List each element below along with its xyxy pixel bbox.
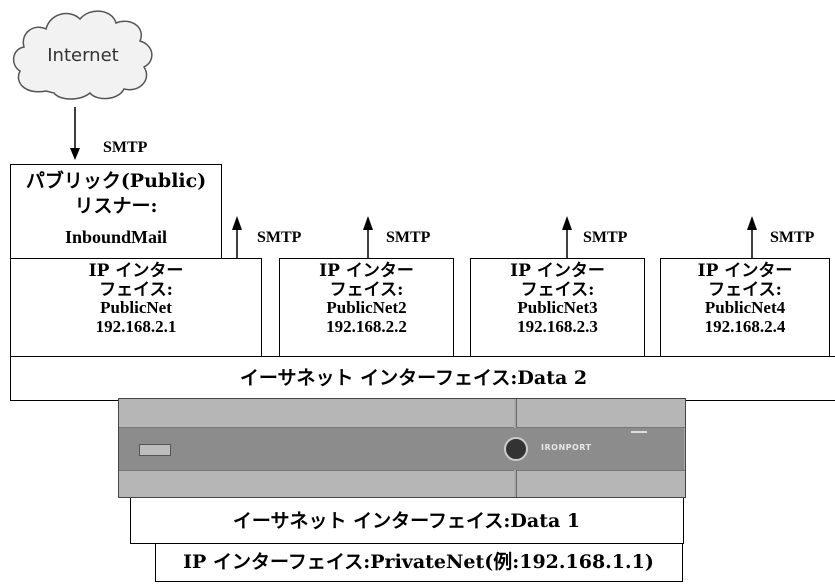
smtp-label-4: SMTP	[770, 229, 815, 246]
arrow-out-3	[562, 216, 572, 258]
smtp-label-inbound: SMTP	[103, 139, 148, 156]
listener-box: パブリック(Public) リスナー: InboundMail	[10, 164, 222, 258]
ethernet-interface-data2: イーサネット インターフェイス:Data 2	[10, 356, 835, 401]
private-ip-interface: IP インターフェイス:PrivateNet(例:192.168.1.1)	[155, 544, 683, 582]
ip-address: 192.168.2.4	[704, 317, 786, 337]
power-button-icon	[504, 437, 528, 461]
arrow-out-2	[363, 216, 373, 258]
ironport-appliance: IRONPORT	[118, 398, 686, 498]
ip-interface-label-2: フェイス:	[329, 279, 404, 300]
ip-interface-name: PublicNet2	[326, 298, 407, 318]
listener-line1: パブリック(Public)	[25, 170, 207, 192]
ethernet-data2-label: イーサネット インターフェイス:Data 2	[239, 367, 588, 389]
appliance-bottom-right-panel	[516, 470, 685, 497]
ip-interface-label: IP インター	[510, 261, 605, 281]
ip-interface-publicnet3: IP インター フェイス: PublicNet3 192.168.2.3	[470, 258, 645, 358]
internet-label: Internet	[47, 45, 119, 66]
smtp-label-3: SMTP	[583, 229, 628, 246]
arrow-out-1	[232, 216, 242, 258]
appliance-top-panel	[119, 399, 514, 428]
ip-interface-label-2: フェイス:	[708, 279, 782, 300]
listener-name: InboundMail	[64, 227, 168, 247]
ironport-logo: IRONPORT	[541, 443, 592, 452]
cloud-icon	[12, 10, 153, 100]
ip-interface-label: IP インター	[319, 261, 414, 281]
ip-address: 192.168.2.3	[517, 317, 598, 337]
appliance-top-right-panel	[516, 399, 685, 428]
listener-line2: リスナー:	[74, 195, 158, 217]
ip-interface-name: PublicNet4	[704, 298, 786, 318]
status-led-icon	[631, 431, 647, 433]
ip-interface-publicnet4: IP インター フェイス: PublicNet4 192.168.2.4	[660, 258, 830, 358]
ip-interface-name: PublicNet3	[517, 298, 598, 318]
ethernet-data1-label: イーサネット インターフェイス:Data 1	[232, 510, 581, 532]
smtp-label-1: SMTP	[257, 229, 302, 246]
ip-interface-publicnet: IP インター フェイス: PublicNet 192.168.2.1	[10, 258, 262, 358]
ip-address: 192.168.2.1	[95, 317, 177, 337]
drive-slot-icon	[139, 444, 171, 456]
smtp-label-2: SMTP	[386, 229, 431, 246]
ip-interface-publicnet2: IP インター フェイス: PublicNet2 192.168.2.2	[279, 258, 454, 358]
ip-interface-label: IP インター	[697, 261, 793, 281]
appliance-front-band	[119, 428, 684, 470]
arrow-out-4	[747, 216, 757, 258]
ip-interface-label: IP インター	[88, 261, 184, 281]
internet-cloud: Internet	[8, 3, 158, 103]
appliance-bottom-panel	[119, 470, 514, 497]
ip-interface-name: PublicNet	[100, 298, 172, 318]
private-ip-label: IP インターフェイス:PrivateNet(例:192.168.1.1)	[183, 551, 654, 573]
ethernet-interface-data1: イーサネット インターフェイス:Data 1	[130, 498, 684, 544]
ip-interface-label-2: フェイス:	[520, 279, 595, 300]
ip-address: 192.168.2.2	[326, 317, 407, 337]
ip-interface-label-2: フェイス:	[99, 279, 173, 300]
